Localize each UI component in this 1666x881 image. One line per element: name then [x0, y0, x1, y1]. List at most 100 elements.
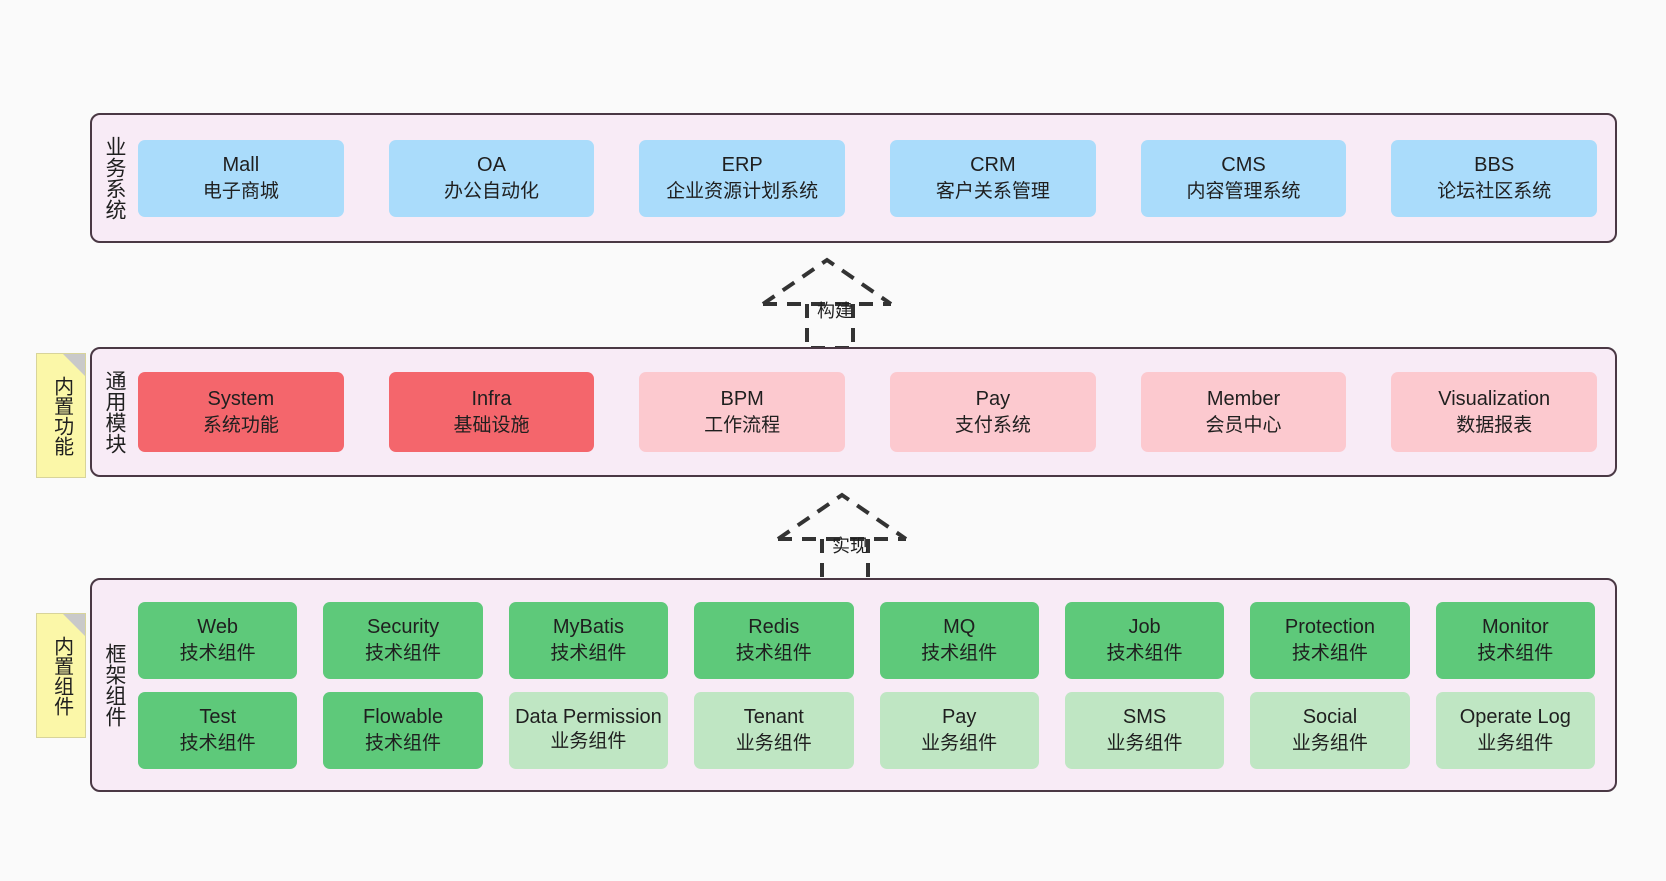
node-title: Member: [1206, 388, 1281, 411]
node-row: Web 技术组件 Security 技术组件 MyBatis 技术组件 Redi…: [138, 601, 1595, 679]
node-crm[interactable]: CRM 客户关系管理: [890, 139, 1096, 217]
note-fold-corner: [63, 354, 85, 376]
node-title: System: [207, 388, 275, 411]
node-subtitle: 技术组件: [735, 642, 812, 664]
layer-title-framework-component: 框架组件: [102, 643, 126, 727]
node-title: BBS: [1474, 154, 1515, 177]
node-job[interactable]: Job 技术组件: [1064, 601, 1225, 679]
node-subtitle: 业务组件: [1291, 732, 1368, 754]
node-subtitle: 技术组件: [550, 642, 627, 664]
node-title: SMS: [1122, 706, 1167, 729]
node-row: Test 技术组件 Flowable 技术组件 Data Permission …: [138, 691, 1595, 769]
node-subtitle: 业务组件: [1477, 732, 1554, 754]
connector-implement: 实现: [760, 487, 950, 587]
layer-body-framework-component: Web 技术组件 Security 技术组件 MyBatis 技术组件 Redi…: [136, 580, 1615, 790]
layer-title-common-module: 通用模块: [102, 370, 126, 454]
node-bpm[interactable]: BPM 工作流程: [639, 372, 846, 452]
layer-body-common-module: System 系统功能 Infra 基础设施 BPM 工作流程 Pay 支付系统…: [136, 349, 1615, 475]
node-title: Job: [1128, 616, 1161, 639]
build-arrow-icon: [761, 257, 893, 350]
node-operate-log[interactable]: Operate Log 业务组件: [1435, 691, 1595, 769]
node-erp[interactable]: ERP 企业资源计划系统: [639, 139, 846, 217]
node-row: System 系统功能 Infra 基础设施 BPM 工作流程 Pay 支付系统…: [138, 372, 1598, 452]
node-system[interactable]: System 系统功能: [138, 372, 344, 452]
node-subtitle: 办公自动化: [444, 180, 540, 202]
node-mybatis[interactable]: MyBatis 技术组件: [508, 601, 669, 679]
node-title: BPM: [720, 388, 764, 411]
node-subtitle: 会员中心: [1205, 414, 1282, 436]
node-title: CRM: [970, 154, 1016, 177]
node-subtitle: 企业资源计划系统: [666, 180, 819, 202]
node-visualization[interactable]: Visualization 数据报表: [1391, 372, 1598, 452]
connector-implement-label: 实现: [832, 536, 868, 556]
node-title: OA: [477, 154, 506, 177]
node-title: Operate Log: [1459, 706, 1571, 729]
node-protection[interactable]: Protection 技术组件: [1250, 601, 1410, 679]
node-subtitle: 技术组件: [1291, 642, 1368, 664]
node-subtitle: 技术组件: [179, 732, 256, 754]
node-title: Pay: [975, 388, 1011, 411]
node-pay-component[interactable]: Pay 业务组件: [879, 691, 1039, 769]
node-subtitle: 内容管理系统: [1186, 180, 1301, 202]
node-oa[interactable]: OA 办公自动化: [388, 139, 595, 217]
node-subtitle: 客户关系管理: [935, 180, 1050, 202]
node-pay-module[interactable]: Pay 支付系统: [890, 372, 1096, 452]
node-subtitle: 系统功能: [202, 414, 279, 436]
node-title: Web: [197, 616, 239, 639]
node-web[interactable]: Web 技术组件: [138, 601, 298, 679]
layer-body-business-system: Mall 电子商城 OA 办公自动化 ERP 企业资源计划系统 CRM 客户关系…: [136, 115, 1615, 241]
note-label: 内置功能: [50, 375, 73, 456]
node-subtitle: 电子商城: [202, 180, 279, 202]
node-subtitle: 论坛社区系统: [1437, 180, 1552, 202]
node-subtitle: 数据报表: [1456, 414, 1533, 436]
node-bbs[interactable]: BBS 论坛社区系统: [1391, 139, 1598, 217]
node-title: Mall: [222, 154, 260, 177]
node-infra[interactable]: Infra 基础设施: [388, 372, 595, 452]
connector-build-label: 构建: [817, 301, 853, 321]
node-title: Pay: [941, 706, 977, 729]
node-title: Monitor: [1481, 616, 1549, 639]
node-subtitle: 技术组件: [365, 732, 442, 754]
layer-title-business-system: 业务系统: [102, 136, 126, 220]
node-title: Redis: [748, 616, 800, 639]
node-subtitle: 支付系统: [954, 414, 1031, 436]
layer-common-module: 通用模块 System 系统功能 Infra 基础设施 BPM 工作流程 Pay…: [90, 347, 1617, 477]
node-sms[interactable]: SMS 业务组件: [1064, 691, 1225, 769]
implement-arrow-icon: [776, 492, 908, 585]
node-social[interactable]: Social 业务组件: [1250, 691, 1410, 769]
node-flowable[interactable]: Flowable 技术组件: [323, 691, 483, 769]
node-title: Test: [199, 706, 237, 729]
node-member[interactable]: Member 会员中心: [1140, 372, 1347, 452]
node-subtitle: 工作流程: [704, 414, 781, 436]
node-title: Flowable: [363, 706, 444, 729]
node-redis[interactable]: Redis 技术组件: [694, 601, 854, 679]
node-title: ERP: [721, 154, 763, 177]
node-subtitle: 技术组件: [179, 642, 256, 664]
node-monitor[interactable]: Monitor 技术组件: [1435, 601, 1595, 679]
node-title: MyBatis: [552, 616, 624, 639]
node-mq[interactable]: MQ 技术组件: [879, 601, 1039, 679]
note-builtin-component: 内置组件: [36, 613, 86, 738]
node-subtitle: 技术组件: [921, 642, 998, 664]
node-subtitle: 业务组件: [921, 732, 998, 754]
node-title: Data Permission: [515, 705, 662, 728]
node-title: Protection: [1284, 616, 1375, 639]
node-mall[interactable]: Mall 电子商城: [138, 139, 344, 217]
node-subtitle: 技术组件: [1477, 642, 1554, 664]
node-title: Social: [1302, 706, 1358, 729]
node-subtitle: 技术组件: [365, 642, 442, 664]
node-tenant[interactable]: Tenant 业务组件: [694, 691, 854, 769]
node-subtitle: 技术组件: [1106, 642, 1183, 664]
node-security[interactable]: Security 技术组件: [323, 601, 483, 679]
node-title: Tenant: [743, 706, 804, 729]
node-data-permission[interactable]: Data Permission 业务组件: [508, 691, 669, 769]
note-label: 内置组件: [50, 635, 73, 716]
node-title: Security: [366, 616, 440, 639]
node-row: Mall 电子商城 OA 办公自动化 ERP 企业资源计划系统 CRM 客户关系…: [138, 139, 1598, 217]
node-subtitle: 业务组件: [1106, 732, 1183, 754]
node-cms[interactable]: CMS 内容管理系统: [1140, 139, 1347, 217]
node-title: MQ: [943, 616, 976, 639]
node-test[interactable]: Test 技术组件: [138, 691, 298, 769]
layer-business-system: 业务系统 Mall 电子商城 OA 办公自动化 ERP 企业资源计划系统 CRM…: [90, 113, 1617, 243]
